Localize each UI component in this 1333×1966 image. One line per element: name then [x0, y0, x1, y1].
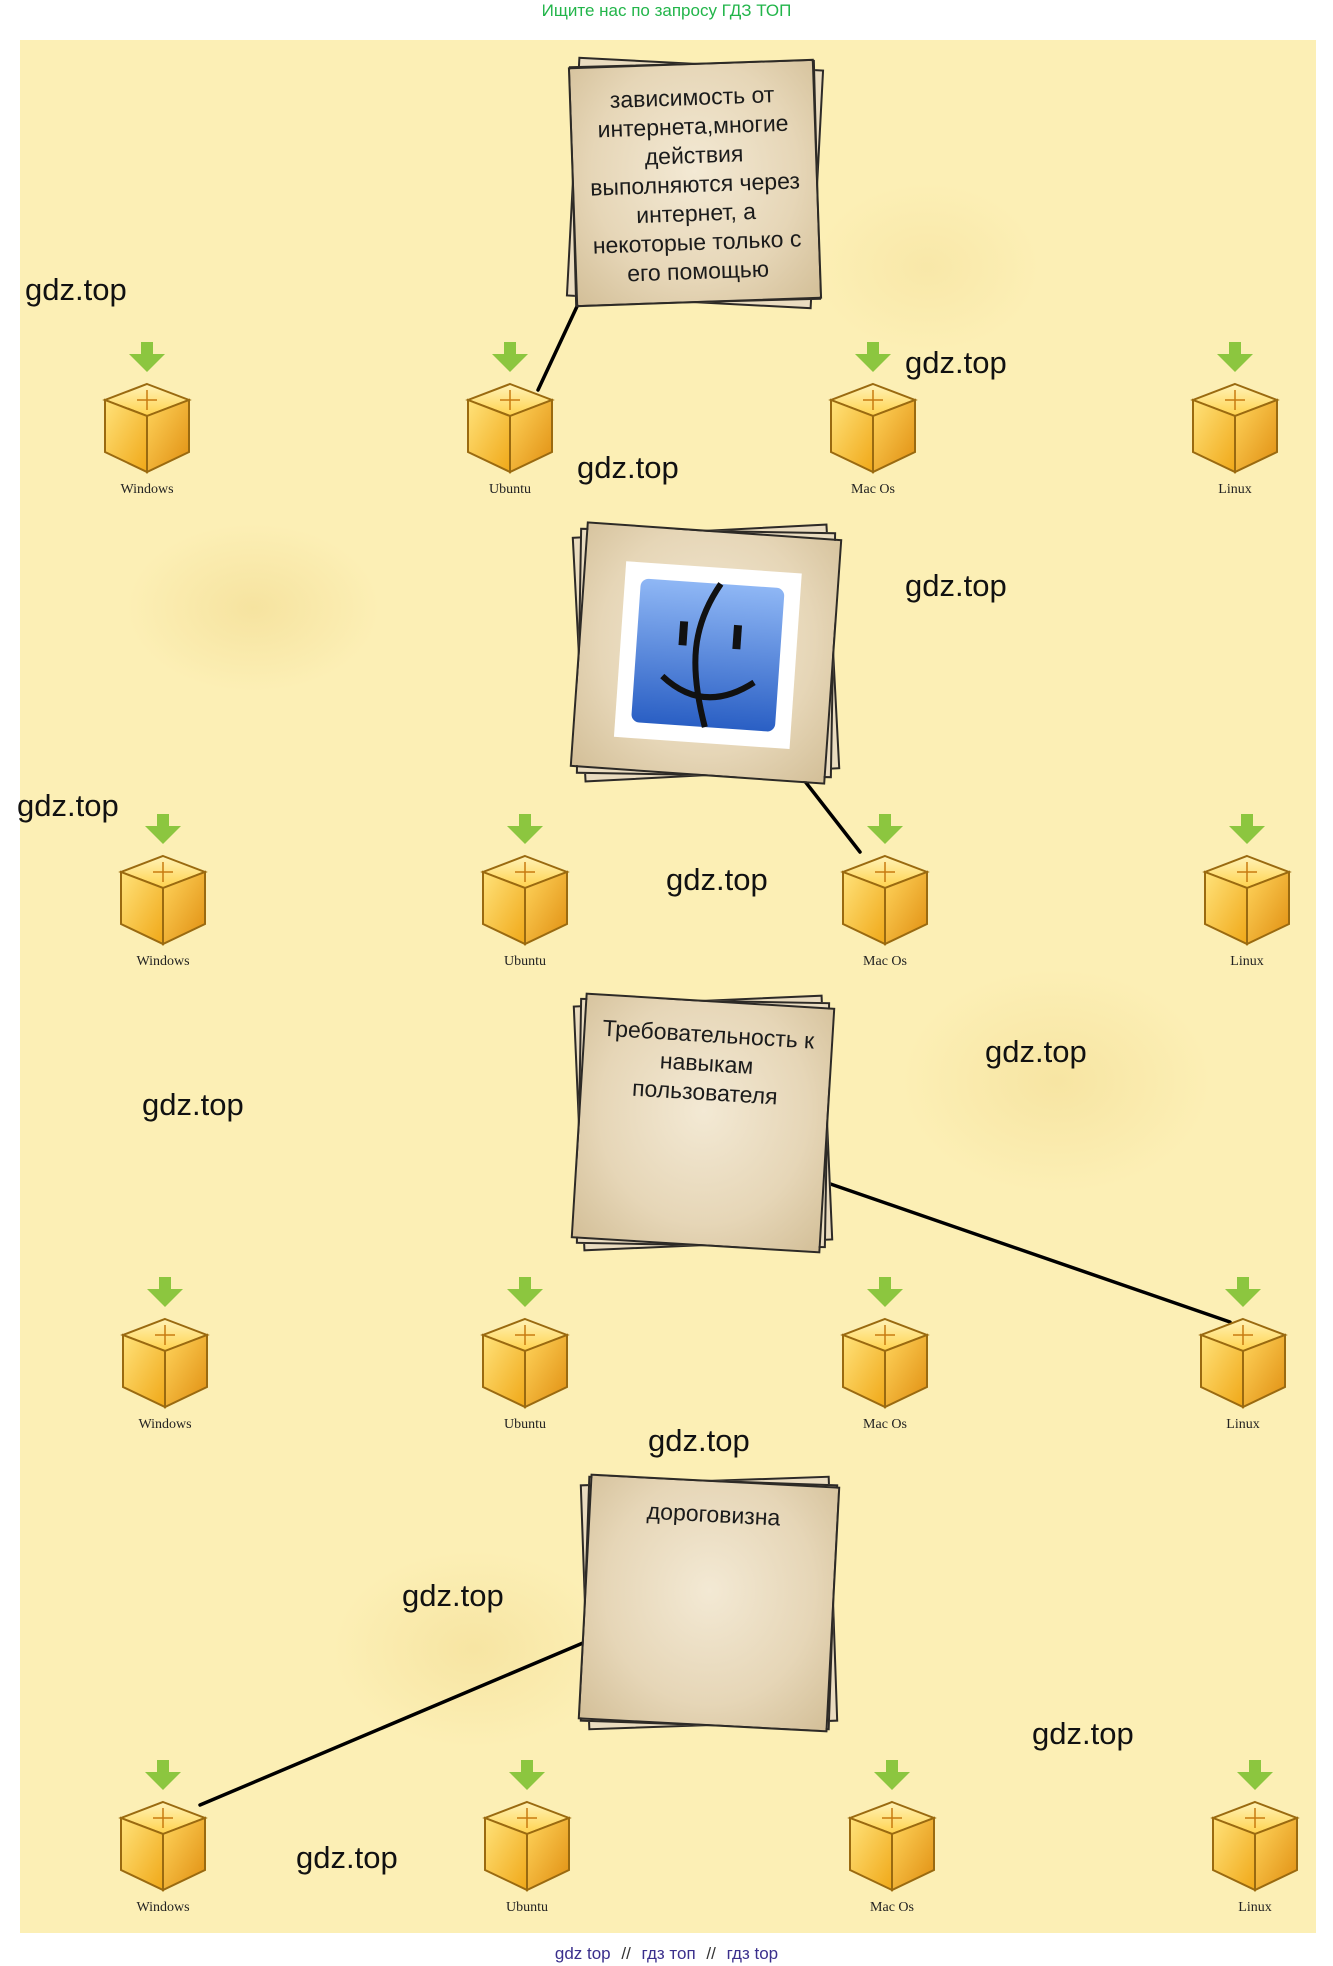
package-icon — [835, 812, 935, 952]
os-node-linux: Linux — [1192, 812, 1302, 970]
os-label: Linux — [1218, 482, 1252, 497]
os-node-ubuntu: Ubuntu — [455, 340, 565, 498]
package-icon — [475, 812, 575, 952]
watermark: gdz.top — [142, 1087, 244, 1122]
watermark: gdz.top — [905, 568, 1007, 603]
os-node-linux: Linux — [1188, 1275, 1298, 1433]
os-label: Ubuntu — [504, 1417, 546, 1432]
diagram-canvas — [20, 40, 1316, 1933]
os-label: Linux — [1238, 1900, 1272, 1915]
footer-link[interactable]: гдз top — [726, 1944, 779, 1963]
os-node-mac-os: Mac Os — [830, 1275, 940, 1433]
package-icon — [113, 1758, 213, 1898]
package-icon — [115, 1275, 215, 1415]
footer-link[interactable]: gdz top — [554, 1944, 611, 1963]
package-icon — [1205, 1758, 1305, 1898]
footer-separator: // — [706, 1944, 716, 1963]
os-node-mac-os: Mac Os — [837, 1758, 947, 1916]
watermark: gdz.top — [648, 1423, 750, 1458]
os-node-linux: Linux — [1200, 1758, 1310, 1916]
os-node-mac-os: Mac Os — [818, 340, 928, 498]
watermark: gdz.top — [1032, 1716, 1134, 1751]
note-user-skills: Требовательность к навыкам пользователя — [570, 992, 836, 1254]
os-label: Windows — [136, 1900, 190, 1915]
os-node-ubuntu: Ubuntu — [470, 1275, 580, 1433]
footer-separator: // — [621, 1944, 631, 1963]
os-label: Windows — [120, 482, 174, 497]
watermark: gdz.top — [17, 788, 119, 823]
package-icon — [97, 340, 197, 480]
os-node-mac-os: Mac Os — [830, 812, 940, 970]
package-icon — [477, 1758, 577, 1898]
os-node-linux: Linux — [1180, 340, 1290, 498]
watermark: gdz.top — [25, 272, 127, 307]
note-high-cost: дороговизна — [577, 1473, 841, 1733]
os-node-ubuntu: Ubuntu — [472, 1758, 582, 1916]
watermark: gdz.top — [985, 1034, 1087, 1069]
note-internet-dependency: зависимость от интернета,многие действия… — [565, 56, 825, 310]
os-label: Linux — [1230, 954, 1264, 969]
os-node-windows: Windows — [110, 1275, 220, 1433]
watermark: gdz.top — [905, 345, 1007, 380]
os-label: Windows — [138, 1417, 192, 1432]
top-banner: Ищите нас по запросу ГДЗ ТОП — [541, 1, 792, 20]
os-label: Windows — [136, 954, 190, 969]
os-label: Ubuntu — [506, 1900, 548, 1915]
package-icon — [475, 1275, 575, 1415]
os-label: Ubuntu — [504, 954, 546, 969]
os-label: Mac Os — [851, 482, 895, 497]
watermark: gdz.top — [666, 862, 768, 897]
os-label: Ubuntu — [489, 482, 531, 497]
os-node-ubuntu: Ubuntu — [470, 812, 580, 970]
package-icon — [1185, 340, 1285, 480]
os-label: Linux — [1226, 1417, 1260, 1432]
os-label: Mac Os — [863, 1417, 907, 1432]
footer-link[interactable]: гдз топ — [641, 1944, 696, 1963]
package-icon — [113, 812, 213, 952]
os-node-windows: Windows — [108, 1758, 218, 1916]
footer-links: gdz top // гдз топ // гдз top — [0, 1944, 1333, 1964]
watermark: gdz.top — [296, 1840, 398, 1875]
os-node-windows: Windows — [108, 812, 218, 970]
package-icon — [823, 340, 923, 480]
mac-finder-icon — [613, 561, 802, 750]
note-mac-finder — [569, 521, 843, 785]
package-icon — [1197, 812, 1297, 952]
note-text: зависимость от интернета,многие действия… — [589, 81, 802, 287]
package-icon — [460, 340, 560, 480]
os-label: Mac Os — [870, 1900, 914, 1915]
note-text: Требовательность к навыкам пользователя — [601, 1014, 816, 1110]
package-icon — [1193, 1275, 1293, 1415]
os-label: Mac Os — [863, 954, 907, 969]
package-icon — [835, 1275, 935, 1415]
package-icon — [842, 1758, 942, 1898]
watermark: gdz.top — [577, 450, 679, 485]
os-node-windows: Windows — [92, 340, 202, 498]
note-text: дороговизна — [646, 1497, 782, 1531]
watermark: gdz.top — [402, 1578, 504, 1613]
